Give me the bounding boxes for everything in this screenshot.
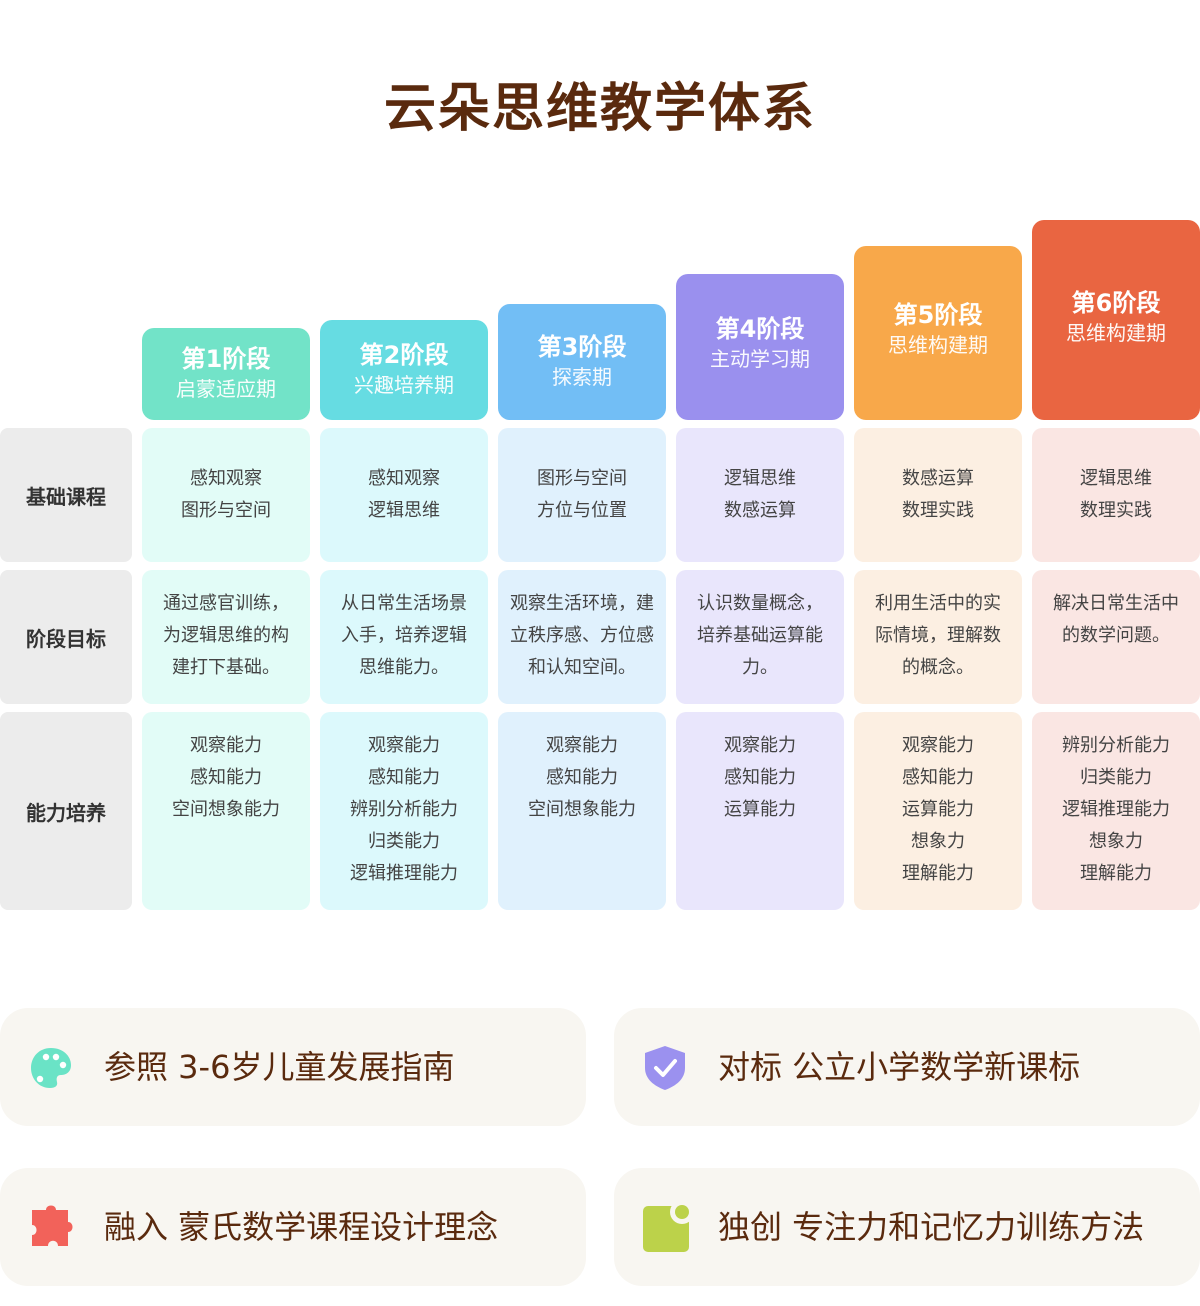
stage-period: 兴趣培养期 xyxy=(354,373,454,397)
stage-name: 第1阶段 xyxy=(181,345,271,373)
stage-period: 启蒙适应期 xyxy=(176,377,276,401)
row-label-ability: 能力培养 xyxy=(0,712,132,910)
focus-square-icon xyxy=(643,1202,690,1252)
stage-period: 思维构建期 xyxy=(888,333,988,357)
puzzle-icon xyxy=(32,1205,73,1246)
shield-check-icon xyxy=(645,1046,685,1090)
stage-header-6: 第6阶段 思维构建期 xyxy=(1032,220,1200,420)
feature-text: 独创 专注力和记忆力训练方法 xyxy=(718,1208,1145,1246)
row-label-stage-goal: 阶段目标 xyxy=(0,570,132,704)
stage-period: 主动学习期 xyxy=(710,347,810,371)
page-title: 云朵思维教学体系 xyxy=(383,79,816,139)
course-cell: 逻辑思维 数理实践 xyxy=(1032,428,1200,562)
course-cell: 逻辑思维 数感运算 xyxy=(676,428,844,562)
course-cell: 图形与空间 方位与位置 xyxy=(498,428,666,562)
ability-cell: 观察能力 感知能力 运算能力 想象力 理解能力 xyxy=(854,712,1022,910)
ability-cell: 观察能力 感知能力 辨别分析能力 归类能力 逻辑推理能力 xyxy=(320,712,488,910)
goal-cell: 解决日常生活中 的数学问题。 xyxy=(1032,570,1200,704)
feature-text: 对标 公立小学数学新课标 xyxy=(718,1048,1081,1086)
stage-header-5: 第5阶段 思维构建期 xyxy=(854,246,1022,420)
ability-cell: 观察能力 感知能力 空间想象能力 xyxy=(142,712,310,910)
ability-cell: 观察能力 感知能力 空间想象能力 xyxy=(498,712,666,910)
goal-cell: 观察生活环境，建 立秩序感、方位感 和认知空间。 xyxy=(498,570,666,704)
feature-card-curriculum-standard: 对标 公立小学数学新课标 xyxy=(614,1008,1200,1126)
stage-period: 思维构建期 xyxy=(1066,321,1166,345)
stage-name: 第2阶段 xyxy=(359,341,449,369)
goal-cell: 从日常生活场景 入手，培养逻辑 思维能力。 xyxy=(320,570,488,704)
stage-header-2: 第2阶段 兴趣培养期 xyxy=(320,320,488,420)
stage-period: 探索期 xyxy=(552,365,612,389)
ability-cell: 观察能力 感知能力 运算能力 xyxy=(676,712,844,910)
course-cell: 感知观察 逻辑思维 xyxy=(320,428,488,562)
ability-cell: 辨别分析能力 归类能力 逻辑推理能力 想象力 理解能力 xyxy=(1032,712,1200,910)
stage-name: 第3阶段 xyxy=(537,333,627,361)
course-cell: 感知观察 图形与空间 xyxy=(142,428,310,562)
feature-text: 参照 3-6岁儿童发展指南 xyxy=(104,1048,455,1086)
stage-header-4: 第4阶段 主动学习期 xyxy=(676,274,844,420)
stage-name: 第4阶段 xyxy=(715,315,805,343)
course-cell: 数感运算 数理实践 xyxy=(854,428,1022,562)
palette-icon xyxy=(31,1048,71,1088)
goal-cell: 认识数量概念， 培养基础运算能 力。 xyxy=(676,570,844,704)
stage-header-3: 第3阶段 探索期 xyxy=(498,304,666,420)
stage-name: 第5阶段 xyxy=(893,301,983,329)
goal-cell: 通过感官训练， 为逻辑思维的构 建打下基础。 xyxy=(142,570,310,704)
goal-cell: 利用生活中的实 际情境，理解数 的概念。 xyxy=(854,570,1022,704)
feature-card-focus-memory: 独创 专注力和记忆力训练方法 xyxy=(614,1168,1200,1286)
stage-header-1: 第1阶段 启蒙适应期 xyxy=(142,328,310,420)
feature-text: 融入 蒙氏数学课程设计理念 xyxy=(104,1208,499,1246)
feature-card-montessori: 融入 蒙氏数学课程设计理念 xyxy=(0,1168,586,1286)
stage-name: 第6阶段 xyxy=(1071,289,1161,317)
feature-card-development-guide: 参照 3-6岁儿童发展指南 xyxy=(0,1008,586,1126)
row-label-basic-course: 基础课程 xyxy=(0,428,132,562)
